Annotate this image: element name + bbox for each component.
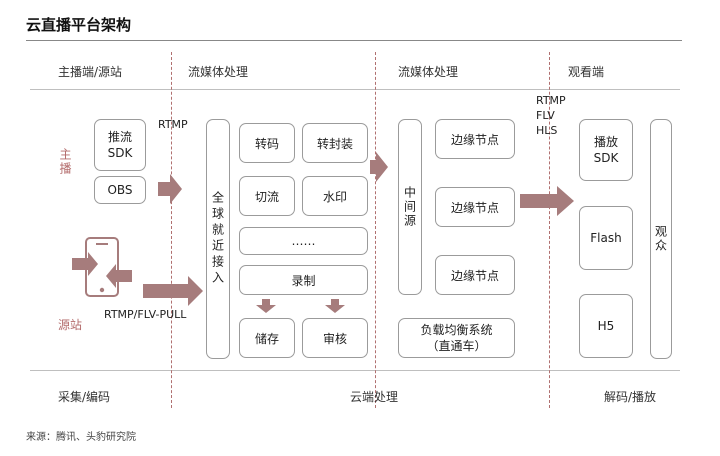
- footer-decode: 解码/播放: [604, 390, 657, 404]
- flash-box: Flash: [579, 206, 633, 270]
- load-balancer-box: 负载均衡系统 （直通车）: [398, 318, 515, 358]
- column-header-stream-2: 流媒体处理: [398, 65, 459, 79]
- push-sdk-box: 推流SDK: [94, 119, 146, 171]
- review-box: 审核: [302, 318, 368, 358]
- storage-box: 储存: [239, 318, 295, 358]
- arrow-source-to-access: [143, 276, 203, 306]
- transcode-box: 转码: [239, 123, 295, 163]
- watermark-box: 水印: [302, 176, 368, 216]
- source-station-label: 源站: [58, 318, 83, 332]
- arrow-record-to-storage: [256, 299, 276, 313]
- column-header-stream-1: 流媒体处理: [188, 65, 249, 79]
- header-divider: [30, 89, 680, 90]
- arrow-edge-to-viewer: [520, 186, 574, 216]
- rtmp-flv-pull-label: RTMP/FLV-PULL: [104, 308, 187, 321]
- footer-cloud: 云端处理: [350, 390, 399, 404]
- obs-box: OBS: [94, 176, 146, 204]
- record-box: 录制: [239, 265, 368, 295]
- page-title: 云直播平台架构: [26, 16, 132, 34]
- rtmp-label: RTMP: [158, 118, 188, 131]
- load-balancer-line-2: （直通车）: [426, 339, 487, 353]
- player-sdk-box: 播放SDK: [579, 119, 633, 181]
- global-access-box: 全球就近接入: [206, 119, 230, 359]
- slice-box: 切流: [239, 176, 295, 216]
- footer-capture: 采集/编码: [58, 390, 111, 404]
- arrow-processing-to-relay: [370, 152, 388, 182]
- protocol-flv: FLV: [536, 109, 555, 122]
- column-separator-3: [549, 52, 550, 408]
- footer-divider: [30, 370, 680, 371]
- protocol-hls: HLS: [536, 124, 558, 137]
- column-header-viewer: 观看端: [568, 65, 605, 79]
- repackage-box: 转封装: [302, 123, 368, 163]
- edge-node-3: 边缘节点: [435, 255, 515, 295]
- load-balancer-line-1: 负载均衡系统: [420, 323, 493, 337]
- protocol-rtmp: RTMP: [536, 94, 566, 107]
- audience-box: 观众: [650, 119, 672, 359]
- source-note: 来源：腾讯、头豹研究院: [26, 432, 136, 443]
- column-separator-2: [375, 52, 376, 408]
- more-box: ……: [239, 227, 368, 255]
- phone-icon: [72, 237, 132, 297]
- edge-node-2: 边缘节点: [435, 187, 515, 227]
- relay-source-box: 中间源: [398, 119, 422, 295]
- edge-node-1: 边缘节点: [435, 119, 515, 159]
- h5-box: H5: [579, 294, 633, 358]
- column-header-anchor: 主播端/源站: [58, 65, 123, 79]
- anchor-label: 主播: [58, 148, 72, 176]
- arrow-obs-to-access: [158, 174, 182, 204]
- title-divider: [26, 40, 682, 41]
- column-separator-1: [171, 52, 172, 408]
- arrow-record-to-review: [325, 299, 345, 313]
